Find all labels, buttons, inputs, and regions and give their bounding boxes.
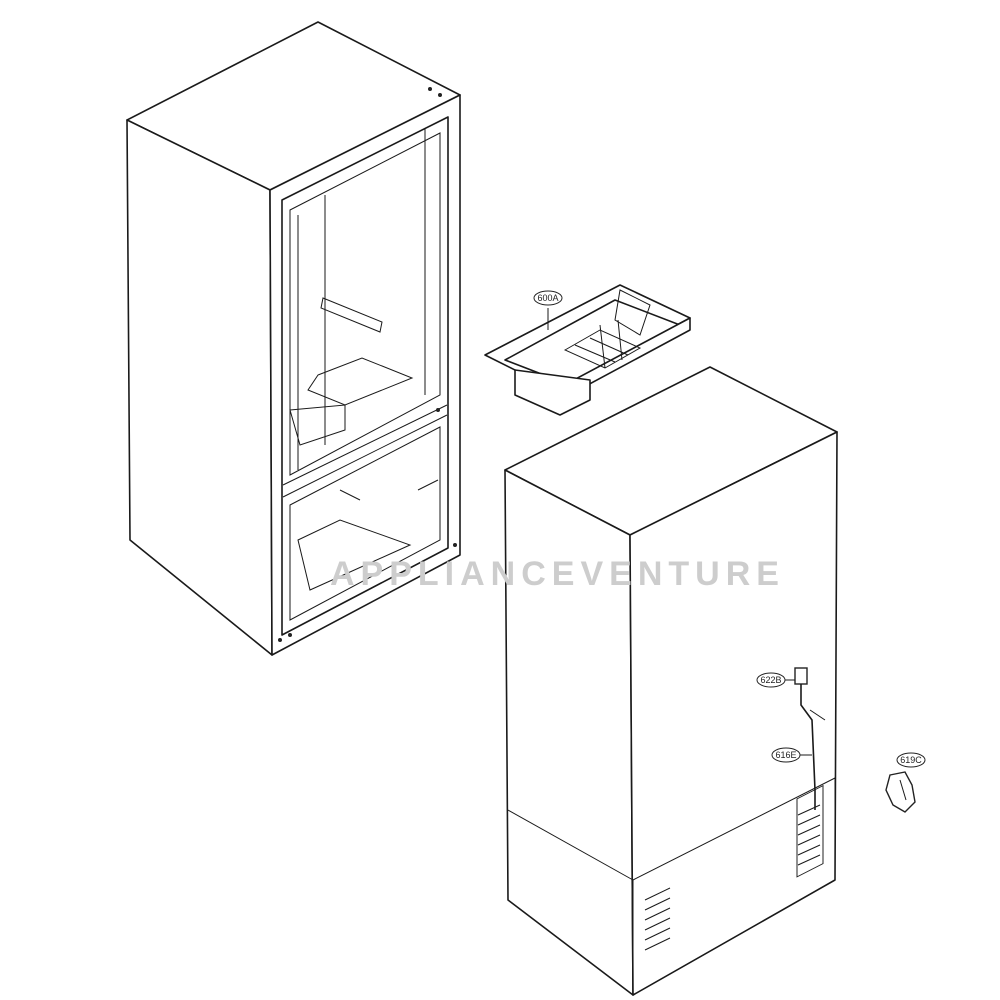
part-622B-valve[interactable]: 622B	[756, 667, 826, 721]
part-600A-ice-bin-assembly[interactable]: 600A	[484, 284, 691, 416]
part-label-619C: 619C	[900, 755, 922, 765]
cabinet-outer-case	[504, 366, 838, 996]
cabinet-liner	[126, 21, 461, 656]
part-label-600A: 600A	[537, 293, 558, 303]
part-619C-fitting[interactable]: 619C	[885, 752, 926, 813]
vent-grille-front	[797, 804, 821, 866]
watermark: APPLIANCEVENTURE	[330, 555, 785, 593]
part-616E-water-tube[interactable]: 616E	[771, 684, 816, 810]
part-label-622B: 622B	[760, 675, 781, 685]
vent-grille-side	[644, 887, 671, 951]
part-label-616E: 616E	[775, 750, 796, 760]
